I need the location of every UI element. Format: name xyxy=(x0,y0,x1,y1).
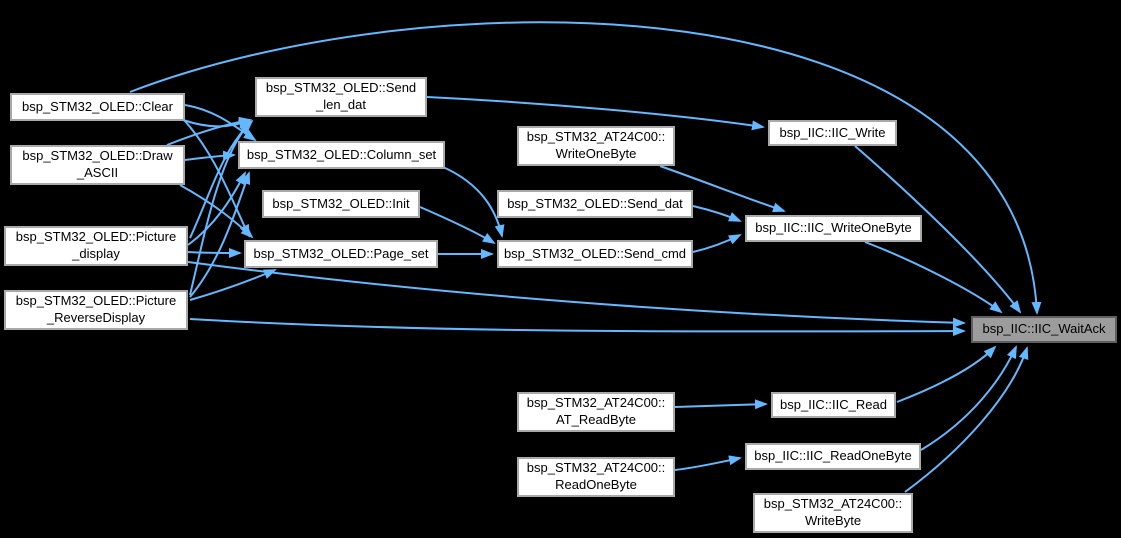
edge-send_cmd-to-iic_writeonebyte xyxy=(692,234,742,253)
graph-node-init[interactable]: bsp_STM32_OLED::Init xyxy=(262,190,420,218)
edge-iic_read-to-waitack xyxy=(896,345,997,403)
graph-node-iic_writeonebyte[interactable]: bsp_IIC::IIC_WriteOneByte xyxy=(745,215,922,242)
edge-at_writeonebyte-to-iic_writeonebyte xyxy=(659,165,786,213)
edge-pic_rev-to-page_set xyxy=(189,269,277,301)
graph-node-label: bsp_STM32_OLED::Column_set xyxy=(246,146,437,162)
graph-node-label: bsp_IIC::IIC_Write xyxy=(779,124,886,140)
edge-send_len_dat-to-iic_write xyxy=(426,96,765,131)
edge-pic_rev-to-waitack xyxy=(189,318,966,337)
graph-node-pic_rev[interactable]: bsp_STM32_OLED::Picture _ReverseDisplay xyxy=(4,290,188,330)
edge-column_set-to-send_cmd xyxy=(442,166,505,238)
graph-node-at_readbyte[interactable]: bsp_STM32_AT24C00:: AT_ReadByte xyxy=(517,392,675,432)
edge-pic_disp-to-page_set xyxy=(187,247,242,258)
graph-node-pic_disp[interactable]: bsp_STM32_OLED::Picture _display xyxy=(4,226,188,266)
graph-node-label: bsp_STM32_OLED::Init xyxy=(272,195,410,211)
edge-send_dat-to-iic_writeonebyte xyxy=(692,205,742,222)
edge-pic_rev-to-send_len_dat xyxy=(189,120,252,296)
graph-node-draw_ascii[interactable]: bsp_STM32_OLED::Draw _ASCII xyxy=(10,145,185,185)
edge-draw_ascii-to-page_set xyxy=(179,184,254,239)
graph-node-label: bsp_STM32_OLED::Send_cmd xyxy=(503,245,687,261)
graph-node-send_len_dat[interactable]: bsp_STM32_OLED::Send _len_dat xyxy=(255,77,427,117)
edge-iic_readonebyte-to-waitack xyxy=(920,345,1017,451)
graph-node-column_set[interactable]: bsp_STM32_OLED::Column_set xyxy=(238,141,445,169)
graph-node-readonebyte[interactable]: bsp_STM32_AT24C00:: ReadOneByte xyxy=(517,457,675,497)
graph-node-waitack: bsp_IIC::IIC_WaitAck xyxy=(971,316,1117,343)
edge-pic_disp-to-waitack xyxy=(187,261,966,328)
graph-node-label: bsp_STM32_OLED::Clear xyxy=(21,98,173,114)
graph-node-label: bsp_IIC::IIC_WaitAck xyxy=(982,321,1106,337)
edge-readonebyte-to-iic_readonebyte xyxy=(674,455,742,471)
graph-node-label: bsp_IIC::IIC_Read xyxy=(780,396,887,412)
graph-node-label: bsp_STM32_OLED::Send_dat xyxy=(507,195,683,211)
edge-clear-to-waitack xyxy=(129,21,1042,315)
graph-node-send_dat[interactable]: bsp_STM32_OLED::Send_dat xyxy=(497,190,693,218)
edge-init-to-send_cmd xyxy=(419,206,496,245)
graph-node-iic_readonebyte[interactable]: bsp_IIC::IIC_ReadOneByte xyxy=(745,443,921,470)
graph-node-label: bsp_STM32_OLED::Picture _ReverseDisplay xyxy=(15,293,177,325)
graph-node-label: bsp_STM32_AT24C00:: AT_ReadByte xyxy=(526,395,666,427)
graph-node-label: bsp_STM32_OLED::Send _len_dat xyxy=(265,80,417,112)
graph-node-label: bsp_STM32_OLED::Picture _display xyxy=(15,229,177,261)
graph-node-send_cmd[interactable]: bsp_STM32_OLED::Send_cmd xyxy=(497,240,693,268)
graph-node-label: bsp_IIC::IIC_WriteOneByte xyxy=(755,220,912,236)
graph-node-label: bsp_IIC::IIC_ReadOneByte xyxy=(754,448,912,464)
edge-clear-to-column_set xyxy=(184,104,257,142)
graph-node-label: bsp_STM32_AT24C00:: WriteByte xyxy=(763,496,903,528)
graph-node-clear[interactable]: bsp_STM32_OLED::Clear xyxy=(10,93,185,121)
graph-node-iic_write[interactable]: bsp_IIC::IIC_Write xyxy=(768,120,897,146)
graph-node-writebyte[interactable]: bsp_STM32_AT24C00:: WriteByte xyxy=(753,493,913,533)
graph-node-label: bsp_STM32_AT24C00:: WriteOneByte xyxy=(526,129,666,161)
graph-node-page_set[interactable]: bsp_STM32_OLED::Page_set xyxy=(244,240,438,268)
edge-iic_write-to-waitack xyxy=(854,145,1022,314)
edge-pic_rev-to-column_set xyxy=(189,171,251,298)
graph-node-label: bsp_STM32_AT24C00:: ReadOneByte xyxy=(526,460,666,492)
graph-node-at_writeonebyte[interactable]: bsp_STM32_AT24C00:: WriteOneByte xyxy=(517,126,675,166)
edge-iic_writeonebyte-to-waitack xyxy=(864,241,1003,314)
graph-node-label: bsp_STM32_OLED::Draw _ASCII xyxy=(22,148,173,180)
edge-at_readbyte-to-iic_read xyxy=(674,399,768,410)
graph-node-label: bsp_STM32_OLED::Page_set xyxy=(253,245,429,261)
graph-node-iic_read[interactable]: bsp_IIC::IIC_Read xyxy=(771,392,896,418)
edge-writebyte-to-waitack xyxy=(904,346,1029,493)
